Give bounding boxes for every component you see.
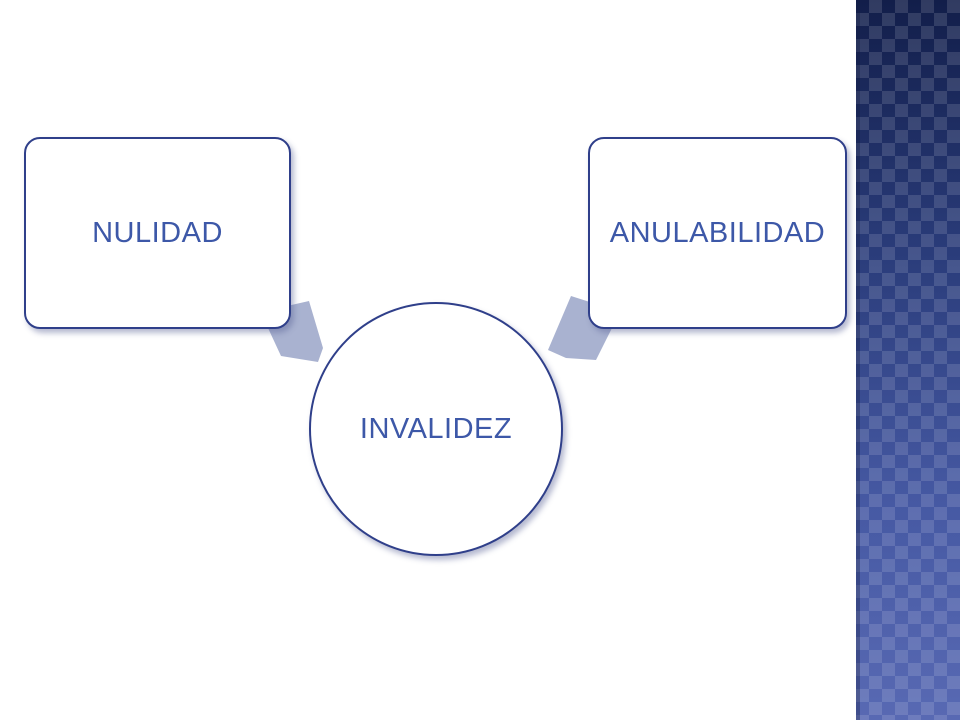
node-anulabilidad: ANULABILIDAD: [588, 137, 847, 329]
node-invalidez: INVALIDEZ: [309, 302, 563, 556]
node-anulabilidad-label: ANULABILIDAD: [609, 216, 826, 249]
decorative-side-band: [856, 0, 960, 720]
node-invalidez-label: INVALIDEZ: [359, 412, 513, 445]
node-nulidad-label: NULIDAD: [92, 216, 223, 249]
node-nulidad: NULIDAD: [24, 137, 291, 329]
